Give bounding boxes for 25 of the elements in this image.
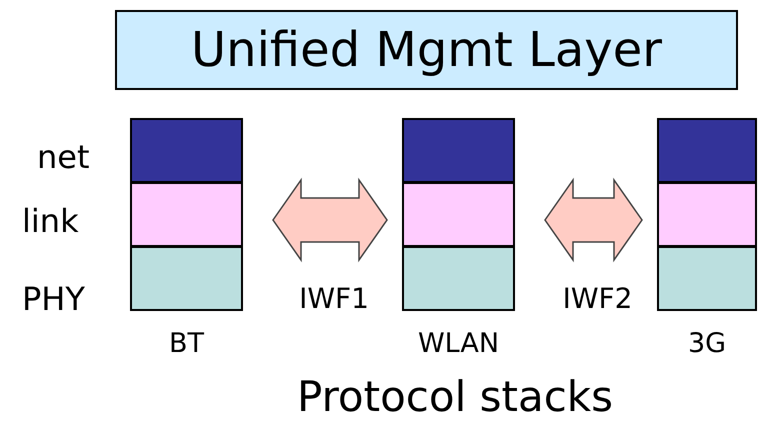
title-text: Unified Mgmt Layer <box>190 21 663 80</box>
edge-label: IWF2 <box>562 282 634 315</box>
layer-box <box>130 246 243 311</box>
stack-name: BT <box>168 328 205 359</box>
layer-box <box>402 118 515 183</box>
edge-label: IWF1 <box>298 282 370 315</box>
layer-box <box>402 246 515 311</box>
block-arrow <box>272 178 388 262</box>
protocol-stack <box>130 118 243 310</box>
layer-label: link <box>22 202 79 240</box>
stack-name: 3G <box>686 328 728 359</box>
layer-label: net <box>37 138 90 176</box>
layer-box <box>130 182 243 247</box>
layer-label: PHY <box>22 280 85 318</box>
block-arrow <box>544 178 643 262</box>
layer-box <box>402 182 515 247</box>
layer-box <box>657 246 757 311</box>
layer-box <box>130 118 243 183</box>
layer-box <box>657 182 757 247</box>
stack-name: WLAN <box>416 328 500 359</box>
layer-box <box>657 118 757 183</box>
protocol-stack <box>657 118 757 310</box>
protocol-stack <box>402 118 515 310</box>
caption: Protocol stacks <box>296 372 614 421</box>
title-box <box>115 10 738 90</box>
